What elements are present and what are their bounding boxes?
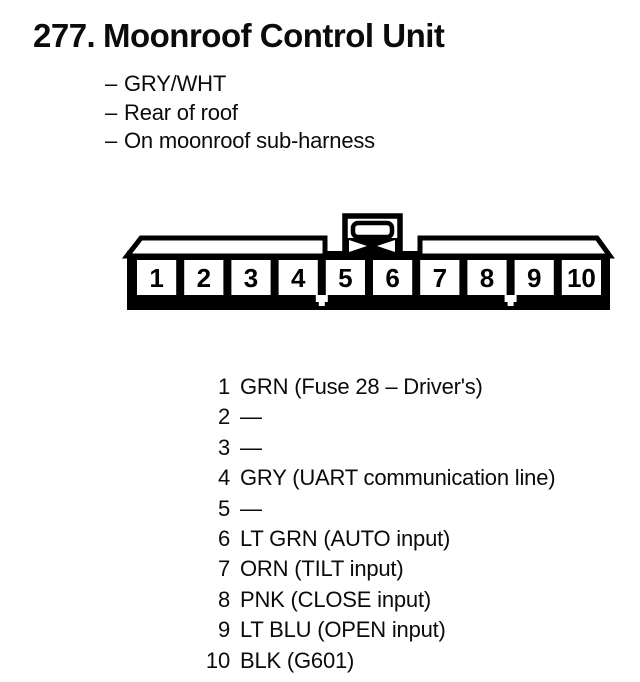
pin-cell [231,260,271,295]
bottom-notch [507,295,514,306]
pin-cell [278,260,318,295]
pin-description: PNK (CLOSE input) [240,586,432,612]
pin-cell [514,260,554,295]
dash-bullet: – [105,71,118,96]
detail-harness: –On moonroof sub-harness [105,127,375,156]
title-index: 277. [33,17,96,54]
pin-cell [467,260,507,295]
dash-bullet: – [105,99,118,125]
pin-number: 1 [217,374,230,399]
detail-wire-color: –GRY/WHT [105,70,375,99]
pin-cell [561,260,601,295]
connector-lid-left [121,235,328,259]
pin-row: 3 — [198,435,555,465]
dash-bullet: – [105,128,118,153]
pin-row: 4 GRY (UART communication line) [198,465,556,495]
pin-description: LT GRN (AUTO input) [240,525,451,551]
pin-description: — [240,404,262,430]
pin-number: 10 [205,647,230,673]
pin-cell-label: 2 [197,263,211,293]
pin-row: 9 LT BLU (OPEN input) [198,617,555,647]
pin-cell-label: 7 [433,263,447,293]
pin-number: 9 [217,617,230,643]
pin-cell [373,260,413,295]
pin-cell-label: 9 [527,263,541,293]
pin-cell [184,260,224,295]
bottom-notch [318,295,325,306]
pin-row: 6 LT GRN (AUTO input) [198,526,555,556]
pin-row: 2 — [198,404,555,434]
connector-details: –GRY/WHT –Rear of roof –On moonroof sub-… [105,70,375,156]
latch-bowtie-icon [349,240,367,252]
pin-number: 6 [217,525,230,551]
pin-cell [420,260,460,295]
pin-number: 8 [217,586,230,612]
pin-description: BLK (G601) [240,647,355,673]
pin-cell-label: 3 [244,263,258,293]
detail-text: Rear of roof [124,99,238,125]
pin-number: 5 [217,495,230,521]
page-title: 277. Moonroof Control Unit [33,17,445,55]
pin-cell [137,260,177,295]
pin-row: 8 PNK (CLOSE input) [198,587,555,617]
connector-diagram: 1 2 3 4 5 6 7 8 9 10 [121,213,615,310]
pin-row: 1 GRN (Fuse 28 – Driver's) [198,374,555,404]
detail-location: –Rear of roof [105,99,375,128]
pin-description: ORN (TILT input) [240,556,404,582]
detail-text: On moonroof sub-harness [124,128,375,153]
pin-cell [325,260,365,295]
pin-number: 4 [217,465,230,491]
pin-cell-label: 10 [567,263,596,293]
pin-description: — [240,495,262,521]
pin-cell-label: 6 [385,263,399,293]
pin-number: 3 [217,434,230,460]
pin-cell-label: 4 [291,263,306,293]
pin-cell-label: 1 [149,263,163,293]
pin-description: — [240,434,262,460]
pin-cell-label: 8 [480,263,494,293]
pin-description: GRN (Fuse 28 – Driver's) [240,374,483,399]
pin-row: 7 ORN (TILT input) [198,556,555,586]
latch-slot-icon [350,220,395,240]
pin-row: 10 BLK (G601) [198,648,555,678]
latch-base [345,238,400,254]
pin-number: 2 [217,404,230,430]
pin-number: 7 [217,556,230,582]
latch-bowtie-icon [377,240,395,252]
pin-table: 1 GRN (Fuse 28 – Driver's) 2 — 3 — 4 GRY… [198,374,556,678]
title-text: Moonroof Control Unit [103,17,445,54]
connector-lid-right [417,235,615,259]
pin-description: LT BLU (OPEN input) [240,617,446,643]
detail-text: GRY/WHT [124,71,227,96]
pin-description: GRY (UART communication line) [240,465,556,491]
pin-cell-label: 5 [338,263,352,293]
pin-row: 5 — [198,496,555,526]
